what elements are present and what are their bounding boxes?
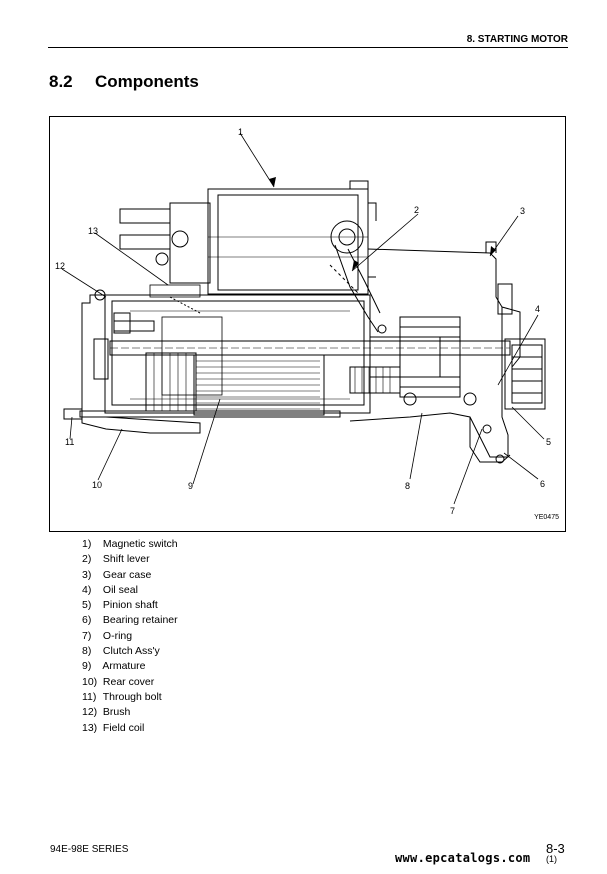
callout-13: 13 — [88, 226, 99, 236]
callout-2: 2 — [414, 205, 420, 215]
legend-item: 3) Gear case — [82, 568, 152, 581]
running-header: 8. STARTING MOTOR — [466, 34, 568, 45]
callout-4: 4 — [535, 304, 541, 314]
section-title: Components — [95, 72, 199, 91]
callout-7: 7 — [450, 506, 456, 516]
page-revision: (1) — [546, 854, 557, 864]
legend-item: 10) Rear cover — [82, 675, 155, 688]
starting-motor-cross-section-figure: 1 2 3 4 5 6 7 8 9 10 11 12 13 YE0475 — [49, 116, 566, 532]
callout-9: 9 — [188, 481, 194, 491]
legend-item: 11) Through bolt — [82, 690, 162, 703]
watermark-link[interactable]: www.epcatalogs.com — [395, 851, 531, 865]
starting-motor-drawing — [61, 132, 546, 505]
callout-10: 10 — [92, 480, 103, 490]
callout-3: 3 — [520, 206, 526, 216]
footer-series: 94E-98E SERIES — [50, 844, 129, 855]
callout-6: 6 — [540, 479, 546, 489]
header-rule — [48, 47, 568, 48]
page-number: 8-3 — [546, 841, 565, 856]
legend-item: 8) Clutch Ass'y — [82, 645, 160, 658]
parts-legend: 1) Magnetic switch 2) Shift lever 3) Gea… — [82, 537, 178, 736]
callout-1: 1 — [238, 127, 244, 137]
figure-code: YE0475 — [534, 514, 559, 521]
callout-11: 11 — [65, 437, 75, 447]
legend-item: 9) Armature — [82, 660, 146, 673]
callout-5: 5 — [546, 437, 552, 447]
legend-item: 12) Brush — [82, 706, 131, 719]
legend-item: 4) Oil seal — [82, 583, 138, 596]
legend-item: 2) Shift lever — [82, 553, 150, 566]
legend-item: 5) Pinion shaft — [82, 599, 158, 612]
legend-item: 13) Field coil — [82, 721, 145, 734]
callout-8: 8 — [405, 481, 411, 491]
legend-item: 6) Bearing retainer — [82, 614, 178, 627]
section-heading: 8.2 Components — [49, 72, 199, 92]
legend-item: 7) O-ring — [82, 629, 133, 642]
callout-12: 12 — [55, 261, 66, 271]
legend-item: 1) Magnetic switch — [82, 538, 178, 550]
section-number: 8.2 — [49, 72, 73, 91]
